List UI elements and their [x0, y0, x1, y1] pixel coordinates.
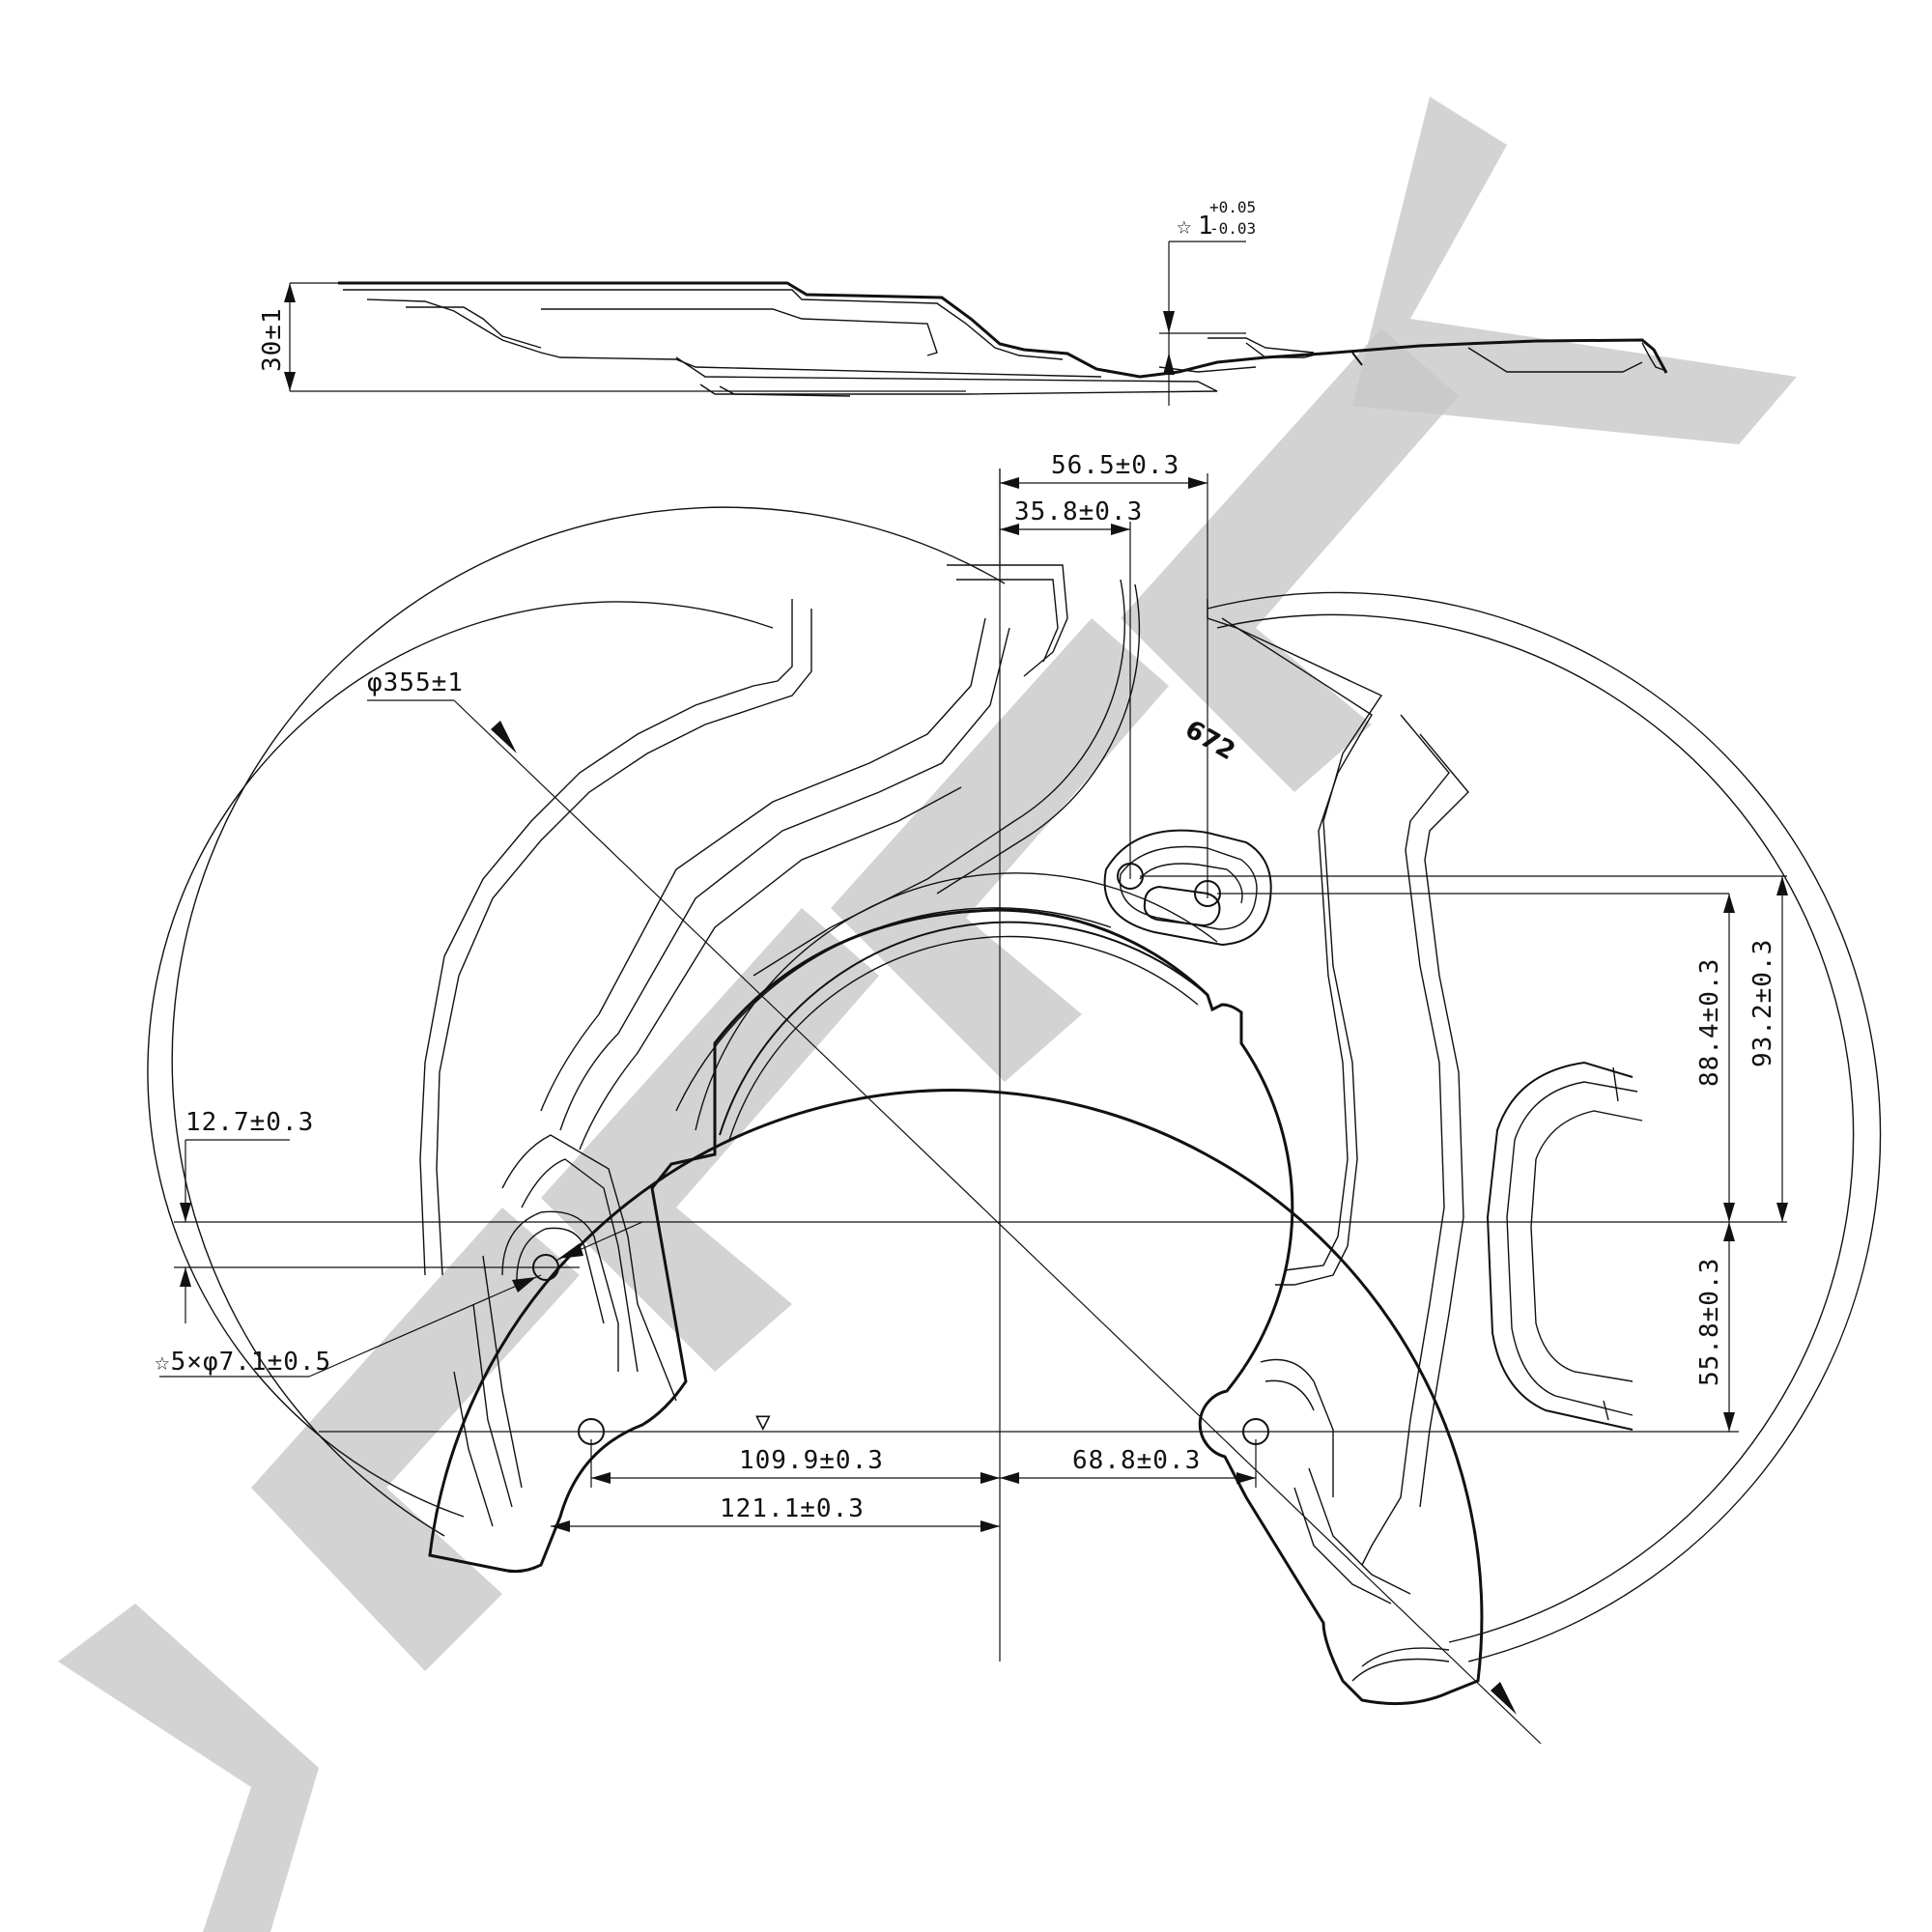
- slot-boss: [1103, 829, 1272, 947]
- thickness-nominal: 1: [1198, 212, 1214, 241]
- thickness-lower: -0.03: [1209, 219, 1256, 238]
- hole-left-upper: [532, 1254, 559, 1281]
- bottom-left-outer-dim: 121.1±0.3: [720, 1494, 865, 1523]
- diameter-label: φ355±1: [367, 668, 464, 697]
- surface-mark-icon: ▽: [755, 1407, 772, 1436]
- slot-outer-dim: 56.5±0.3: [1051, 451, 1179, 480]
- side-view: 30±1 ☆ 1 +0.05 -0.03: [258, 198, 1668, 406]
- lower-right-dim: 55.8±0.3: [1695, 1258, 1724, 1386]
- left-offset-dim: 12.7±0.3: [185, 1108, 314, 1137]
- thickness-upper: +0.05: [1209, 198, 1256, 216]
- shield-outline: [428, 908, 1484, 1706]
- height-dim-label: 30±1: [258, 307, 287, 372]
- front-view: φ355±1 672 56.5±0.3 35.8±0.3 88.4±0.3 93…: [147, 451, 1882, 1745]
- upper-inner-dim: 88.4±0.3: [1695, 958, 1724, 1087]
- holes-dim: ☆5×φ7.1±0.5: [155, 1348, 331, 1377]
- thickness-symbol: ☆: [1177, 212, 1193, 241]
- bottom-left-inner-dim: 109.9±0.3: [739, 1446, 884, 1475]
- bottom-right-dim: 68.8±0.3: [1072, 1446, 1201, 1475]
- slot-inner-dim: 35.8±0.3: [1014, 497, 1143, 526]
- upper-outer-dim: 93.2±0.3: [1748, 939, 1777, 1067]
- watermark: [58, 97, 1797, 1932]
